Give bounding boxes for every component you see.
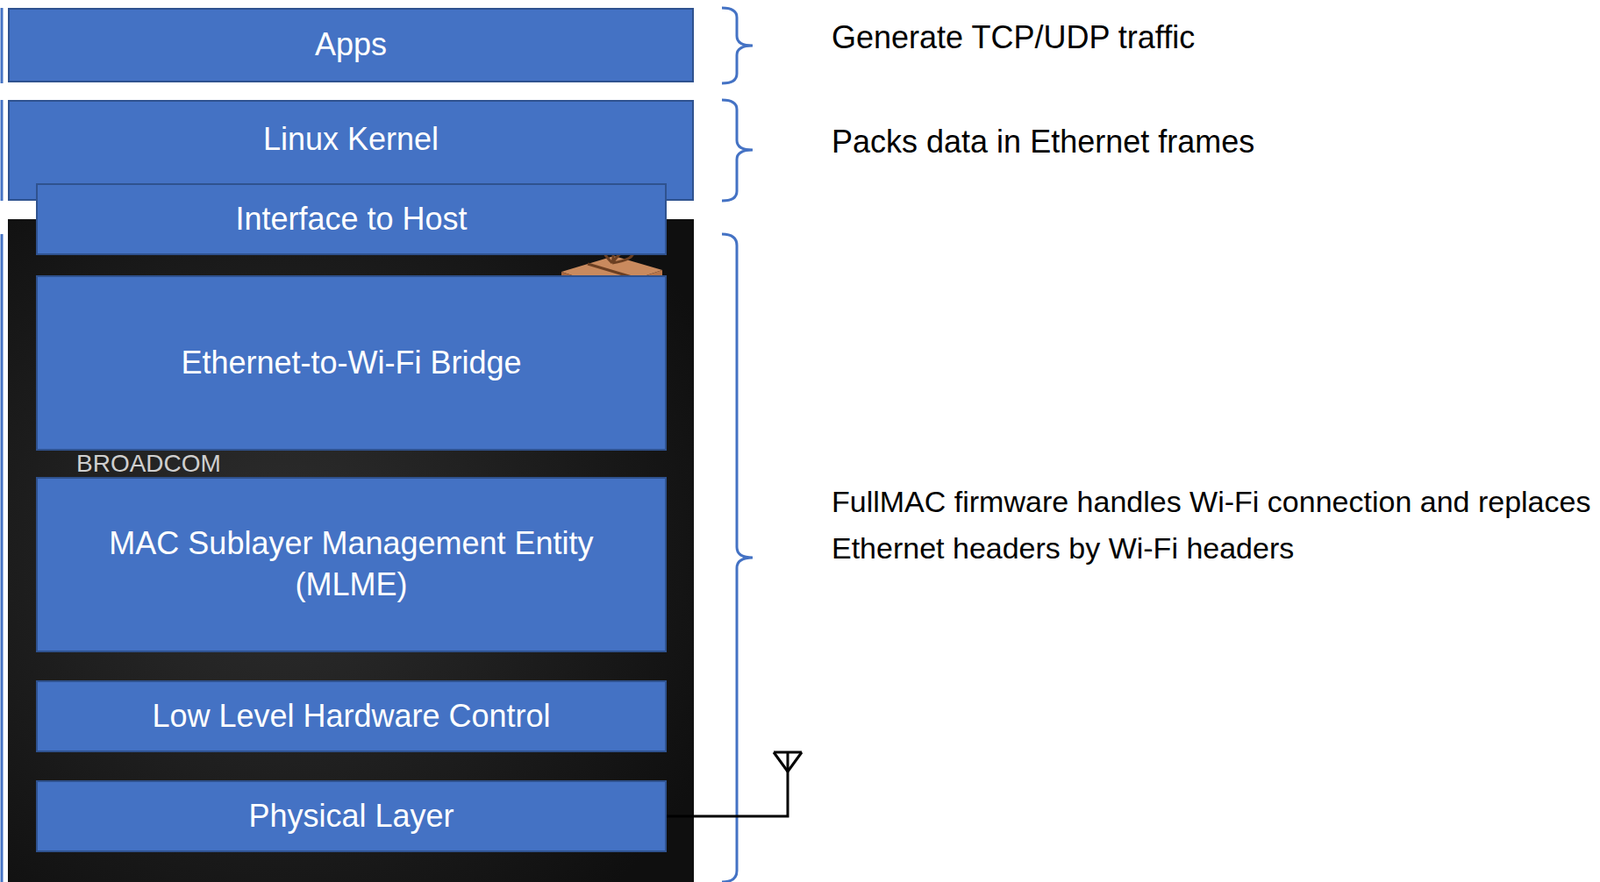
box-label: Physical Layer [248, 796, 454, 838]
layer-box: Interface to Host [35, 183, 667, 256]
braces [1, 7, 753, 882]
annotation: Generate TCP/UDP traffic [831, 17, 1586, 59]
layer-box: Ethernet-to-Wi-Fi Bridge [35, 275, 667, 451]
box-label: Ethernet-to-Wi-Fi Bridge [180, 342, 522, 385]
chip-photo [7, 219, 694, 882]
brace [721, 234, 753, 882]
bracket-edge [0, 100, 4, 201]
layer-box: Physical Layer [35, 780, 667, 853]
box-label: Linux Kernel [263, 119, 439, 161]
antenna-wire [666, 771, 788, 817]
chip-marking: BROADCOM [76, 451, 445, 477]
box-label: Apps [314, 24, 387, 66]
brace [721, 7, 753, 84]
annotation: Packs data in Ethernet frames [831, 121, 1586, 164]
layer-box: Apps [7, 7, 694, 83]
brace [721, 100, 753, 201]
annotation: FullMAC firmware handles Wi-Fi connectio… [831, 478, 1592, 572]
antenna-symbol [666, 752, 802, 817]
box-label: Low Level Hardware Control [151, 696, 550, 738]
box-label: MAC Sublayer Management Entity (MLME) [79, 523, 624, 607]
bracket-edge [0, 7, 4, 84]
layer-box: Low Level Hardware Control [35, 680, 667, 753]
bracket-edge [0, 234, 4, 882]
layer-box: MAC Sublayer Management Entity (MLME) [35, 477, 667, 653]
box-label: Interface to Host [235, 199, 467, 241]
